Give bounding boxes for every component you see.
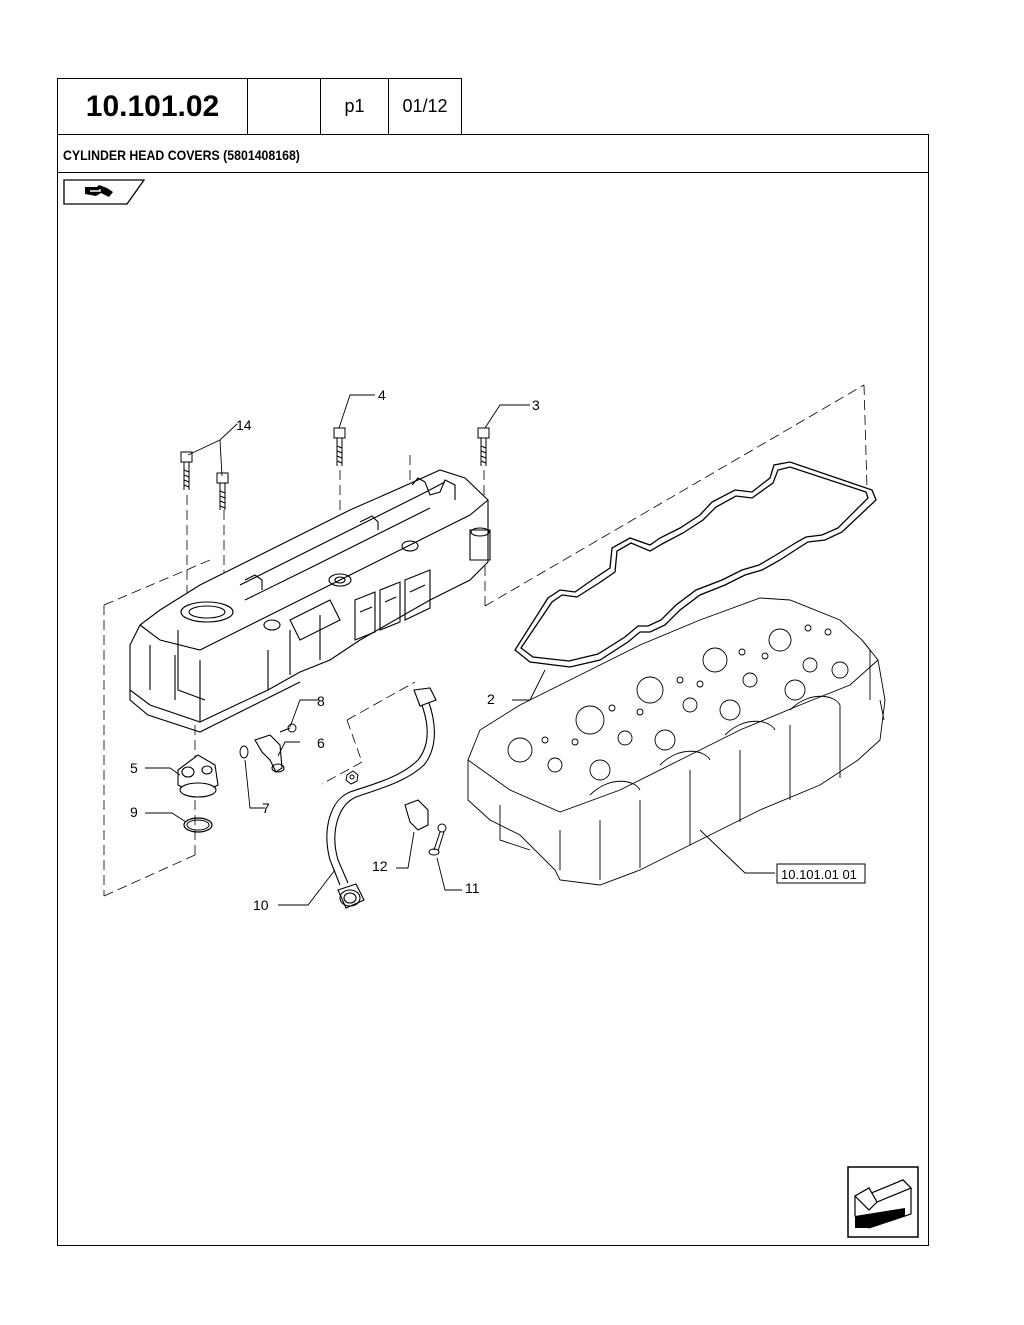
nut <box>345 770 359 785</box>
clip-part-7 <box>239 745 249 759</box>
elbow-part-6 <box>254 734 285 773</box>
callout-12: 12 <box>372 858 388 874</box>
breather-hose <box>326 687 437 909</box>
leader-lines <box>145 394 775 906</box>
callout-10: 10 <box>253 897 269 913</box>
screw-part-8 <box>279 723 297 733</box>
o-ring-inner <box>186 819 210 831</box>
bolt-14a <box>180 451 193 490</box>
page-title: CYLINDER HEAD COVERS (5801408168) <box>63 147 300 163</box>
o-ring <box>183 817 213 833</box>
cylinder-head <box>467 597 886 886</box>
bolt-part-11 <box>428 823 447 856</box>
callout-4: 4 <box>378 387 386 403</box>
header-table: 10.101.02 p1 01/12 <box>57 78 462 134</box>
reference-box[interactable] <box>776 863 866 884</box>
bolt-3 <box>477 427 490 466</box>
breather-cap <box>177 754 219 798</box>
bolt-4 <box>333 427 346 466</box>
clamp-part-12 <box>404 799 429 831</box>
callout-9: 9 <box>130 804 138 820</box>
title-row: CYLINDER HEAD COVERS (5801408168) <box>58 135 928 173</box>
callout-5: 5 <box>130 760 138 776</box>
cover-gasket <box>514 461 877 668</box>
section-code: 10.101.02 <box>58 79 248 134</box>
callout-11: 11 <box>465 880 480 896</box>
sheet-number: 01/12 <box>402 96 448 116</box>
callout-14: 14 <box>236 417 252 433</box>
reference-label[interactable]: 10.101.01 01 <box>781 867 857 882</box>
callout-7: 7 <box>262 800 270 816</box>
callout-8: 8 <box>317 693 325 709</box>
callout-3: 3 <box>532 397 540 413</box>
callout-2: 2 <box>487 691 495 707</box>
callout-6: 6 <box>317 735 325 751</box>
page-number: p1 <box>321 79 389 134</box>
engine-tab-icon[interactable] <box>63 179 145 205</box>
bolt-14b <box>216 472 229 510</box>
next-page-arrow-icon[interactable] <box>847 1166 919 1238</box>
cylinder-head-cover <box>129 469 491 733</box>
diagram-frame: CYLINDER HEAD COVERS (5801408168) <box>57 134 929 1246</box>
header-empty-cell <box>248 79 321 134</box>
